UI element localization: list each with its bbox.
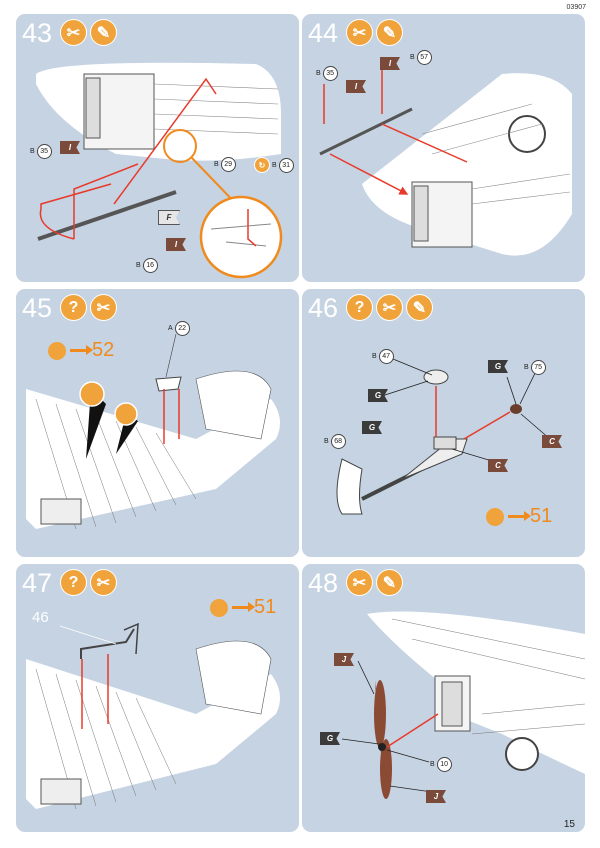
step-44-illustration (319, 64, 572, 256)
help-icon: ? (60, 569, 87, 596)
knife-icon: ✂ (346, 569, 373, 596)
sub-assembly-label: 46 (32, 609, 49, 626)
step-number: 48 (308, 568, 339, 598)
step-47-illustration (26, 622, 280, 810)
step-45-illustration (26, 333, 280, 530)
knife-icon: ✂ (90, 294, 117, 321)
step-reference: 51 (486, 505, 552, 528)
step-icons: ? ✂ (60, 569, 117, 596)
paint-flag: G (368, 389, 388, 402)
step-reference: 51 (210, 596, 276, 619)
paint-flag: C (488, 459, 508, 472)
paint-flag: C (542, 435, 562, 448)
paint-flag: J (334, 653, 354, 666)
arrow-right-icon (508, 511, 531, 521)
step-number: 47 (22, 568, 53, 598)
page-number: 15 (563, 819, 575, 830)
part-box-icon (48, 341, 66, 360)
step-reference: 52 (48, 339, 114, 362)
step-icons: ✂ ✎ (60, 19, 117, 46)
knife-icon: ✂ (60, 19, 87, 46)
glue-brush-icon: ✎ (376, 19, 403, 46)
arrow-right-icon (70, 345, 93, 355)
step-number: 43 (22, 18, 53, 48)
step-47-panel: 47 ? ✂ 46 51 (16, 564, 299, 832)
help-icon: ? (60, 294, 87, 321)
step-icons: ? ✂ ✎ (346, 294, 433, 321)
paint-flag: G (362, 421, 382, 434)
step-number: 45 (22, 293, 53, 323)
step-icons: ✂ ✎ (346, 19, 403, 46)
paint-flag: J (426, 790, 446, 803)
step-number: 44 (308, 18, 339, 48)
paint-flag: I (166, 238, 186, 251)
glue-brush-icon: ✎ (90, 19, 117, 46)
step-icons: ? ✂ (60, 294, 117, 321)
paint-flag: G (488, 360, 508, 373)
part-box-icon (210, 598, 228, 617)
help-icon: ? (346, 294, 373, 321)
paint-flag: I (346, 80, 366, 93)
step-43-illustration (36, 62, 283, 279)
step-46-illustration (336, 358, 551, 515)
glue-brush-icon: ✎ (406, 294, 433, 321)
product-code: 03907 (566, 4, 586, 11)
paint-flag: I (60, 141, 80, 154)
step-icons: ✂ ✎ (346, 569, 403, 596)
knife-icon: ✂ (90, 569, 117, 596)
rotate-icon: ↻ (254, 157, 270, 173)
knife-icon: ✂ (376, 294, 403, 321)
part-box-icon (486, 507, 504, 526)
arrow-right-icon (232, 602, 255, 612)
glue-brush-icon: ✎ (376, 569, 403, 596)
knife-icon: ✂ (346, 19, 373, 46)
step-number: 46 (308, 293, 339, 323)
step-48-illustration (341, 611, 585, 799)
paint-flag: G (320, 732, 340, 745)
paint-flag: I (380, 57, 400, 70)
